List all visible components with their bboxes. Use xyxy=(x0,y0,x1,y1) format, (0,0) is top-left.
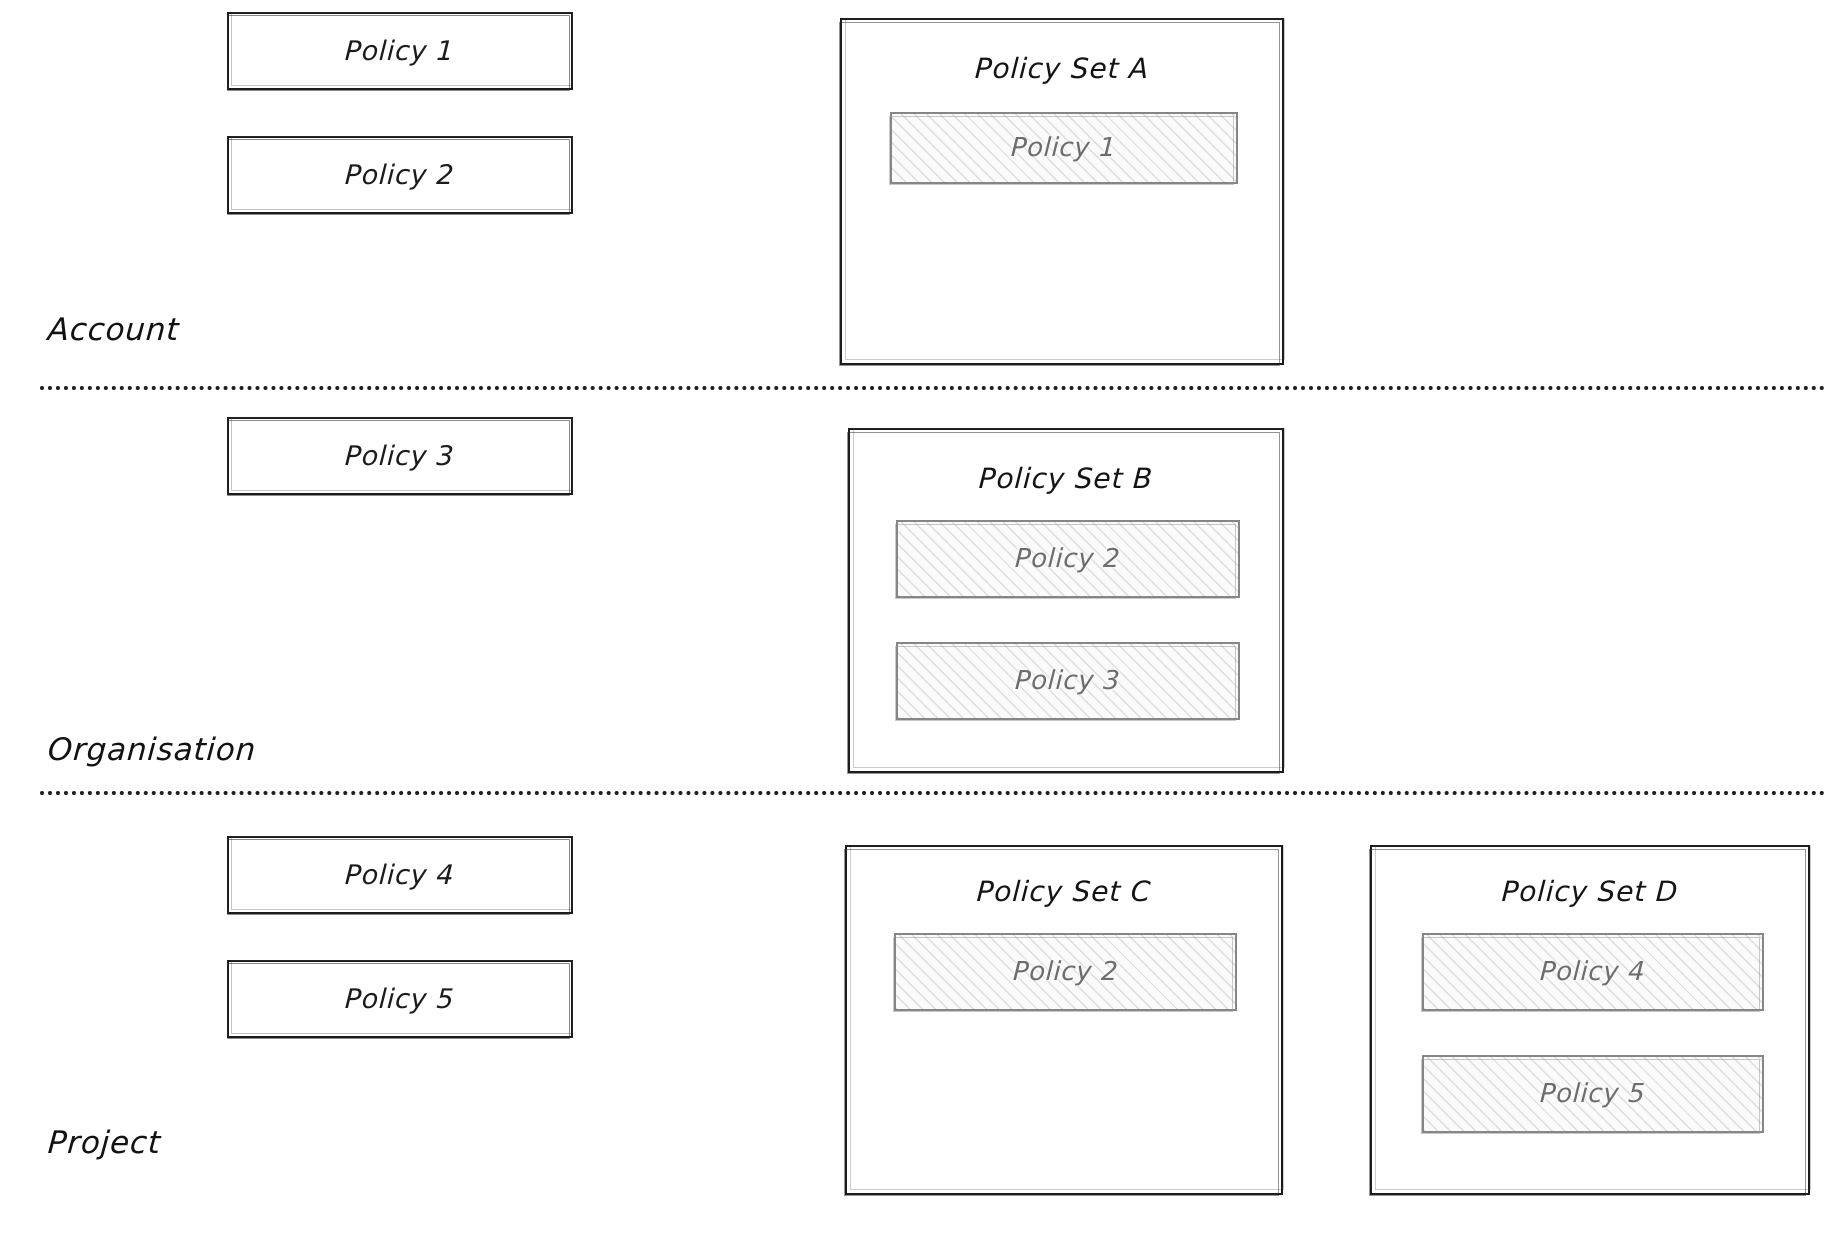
tier-label-account: Account xyxy=(46,312,181,348)
policy-chip-b-2[interactable]: Policy 3 xyxy=(895,642,1240,721)
tier-label-organisation: Organisation xyxy=(46,732,258,768)
policy-chip-label: Policy 1 xyxy=(1010,133,1118,163)
policy-box-account-1[interactable]: Policy 1 xyxy=(227,12,573,91)
policy-chip-c-1[interactable]: Policy 2 xyxy=(893,933,1237,1012)
policy-chip-label: Policy 2 xyxy=(1014,544,1122,574)
tier-label-project: Project xyxy=(46,1125,163,1161)
policy-chip-a-1[interactable]: Policy 1 xyxy=(889,112,1238,185)
policy-chip-label: Policy 2 xyxy=(1012,957,1119,987)
policy-set-title: Policy Set D xyxy=(1500,875,1680,908)
policy-chip-b-1[interactable]: Policy 2 xyxy=(895,520,1240,599)
policy-set-c[interactable]: Policy Set C Policy 2 xyxy=(844,845,1284,1196)
policy-box-project-2[interactable]: Policy 5 xyxy=(227,960,573,1039)
policy-chip-d-1[interactable]: Policy 4 xyxy=(1421,933,1764,1012)
policy-set-d[interactable]: Policy Set D Policy 4 Policy 5 xyxy=(1369,845,1811,1196)
policy-box-label: Policy 5 xyxy=(344,983,456,1015)
policy-box-label: Policy 2 xyxy=(344,159,456,191)
policy-set-title: Policy Set C xyxy=(975,875,1153,908)
policy-chip-label: Policy 3 xyxy=(1014,666,1122,696)
policy-box-label: Policy 3 xyxy=(344,440,456,472)
policy-set-title: Policy Set A xyxy=(974,52,1150,85)
tier-divider-organisation-project xyxy=(40,791,1826,795)
policy-set-title: Policy Set B xyxy=(978,462,1154,495)
tier-divider-account-organisation xyxy=(40,386,1826,390)
policy-chip-d-2[interactable]: Policy 5 xyxy=(1421,1055,1764,1134)
policy-box-label: Policy 4 xyxy=(344,859,456,891)
policy-chip-label: Policy 5 xyxy=(1539,1079,1647,1109)
policy-box-organisation-1[interactable]: Policy 3 xyxy=(227,417,573,496)
policy-set-a[interactable]: Policy Set A Policy 1 xyxy=(839,18,1285,366)
policy-box-label: Policy 1 xyxy=(344,35,456,67)
policy-box-project-1[interactable]: Policy 4 xyxy=(227,836,573,915)
policy-chip-label: Policy 4 xyxy=(1539,957,1647,987)
policy-box-account-2[interactable]: Policy 2 xyxy=(227,136,573,215)
policy-set-b[interactable]: Policy Set B Policy 2 Policy 3 xyxy=(847,428,1285,774)
